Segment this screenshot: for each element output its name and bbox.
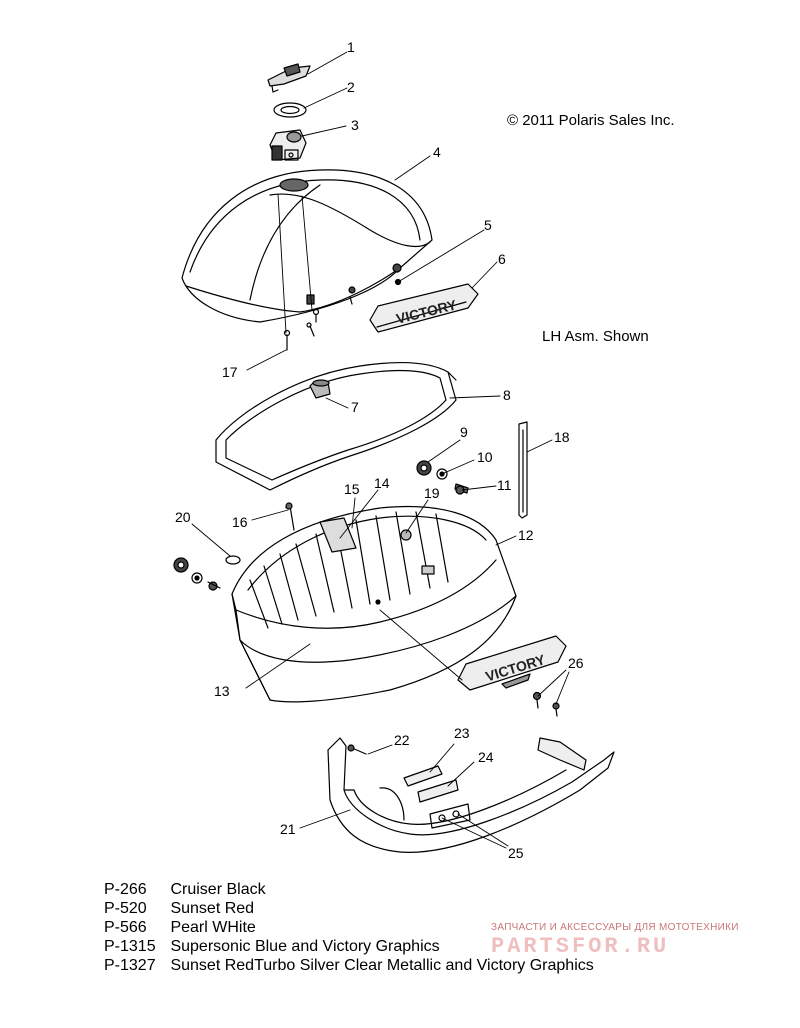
legend-row: P-1315 Supersonic Blue and Victory Graph…: [104, 937, 594, 956]
callout-25: 25: [508, 845, 524, 861]
lock-mechanism-part: [269, 129, 307, 161]
callout-13: 13: [214, 683, 230, 699]
callout-14: 14: [374, 475, 390, 491]
copyright-notice: © 2011 Polaris Sales Inc.: [507, 112, 675, 129]
legend-name: Sunset RedTurbo Silver Clear Metallic an…: [170, 957, 594, 974]
callout-1: 1: [347, 39, 355, 55]
saddlebag-lid-part: [181, 169, 433, 323]
gasket-ring-part: [273, 102, 307, 118]
lower-emblem-part: VICTORY: [457, 635, 567, 691]
legend-name: Sunset Red: [170, 900, 255, 917]
legend-row: P-1327 Sunset RedTurbo Silver Clear Meta…: [104, 956, 594, 975]
callout-4: 4: [433, 144, 441, 160]
watermark: ЗАПЧАСТИ И АКСЕССУАРЫ ДЛЯ МОТОТЕХНИКИ PA…: [491, 922, 791, 959]
callout-26: 26: [568, 655, 584, 671]
legend-code: P-1327: [104, 957, 156, 974]
callout-8: 8: [503, 387, 511, 403]
callout-11: 11: [497, 477, 512, 493]
callout-2: 2: [347, 79, 355, 95]
callout-18: 18: [554, 429, 570, 445]
legend-code: P-266: [104, 881, 147, 898]
legend-name: Supersonic Blue and Victory Graphics: [170, 938, 440, 955]
callout-3: 3: [351, 117, 359, 133]
legend-row: P-566 Pearl WHite: [104, 918, 594, 937]
mounting-bracket-part: [327, 737, 615, 853]
callout-9: 9: [460, 424, 468, 440]
legend-row: P-266 Cruiser Black: [104, 880, 594, 899]
foam-patch-part: [225, 555, 241, 565]
legend-code: P-520: [104, 900, 147, 917]
inner-bolt-part: [285, 502, 295, 531]
lid-seal-part: [215, 362, 457, 491]
callout-leaders: [191, 51, 570, 849]
lid-fasteners: [283, 308, 320, 351]
callout-16: 16: [232, 514, 248, 530]
callout-numbers: 1 2 3 4 5 6 7 8 9 10 11 12 13 14 15 16 1…: [175, 39, 584, 861]
legend-code: P-1315: [104, 938, 156, 955]
lid-strap-part: [518, 421, 528, 519]
callout-5: 5: [484, 217, 492, 233]
callout-6: 6: [498, 251, 506, 267]
saddlebag-body-part: [231, 505, 517, 703]
callout-7: 7: [351, 399, 359, 415]
callout-10: 10: [477, 449, 493, 465]
callout-19: 19: [424, 485, 440, 501]
bracket-bolt-part: [347, 744, 367, 755]
legend-code: P-566: [104, 919, 147, 936]
right-mount-hardware: [416, 460, 469, 495]
callout-22: 22: [394, 732, 410, 748]
callout-15: 15: [344, 481, 360, 497]
legend-row: P-520 Sunset Red: [104, 899, 594, 918]
callout-12: 12: [518, 527, 534, 543]
left-mount-hardware: [173, 557, 221, 591]
latch-handle-part: [267, 63, 311, 93]
watermark-logo: PARTSFOR.RU: [491, 934, 670, 959]
bracket-bolts-part: [532, 691, 560, 717]
callout-21: 21: [280, 821, 296, 837]
callout-17: 17: [222, 364, 238, 380]
callout-20: 20: [175, 509, 191, 525]
color-legend: P-266 Cruiser Black P-520 Sunset Red P-5…: [104, 880, 594, 975]
bumper-part: [309, 379, 331, 399]
upper-emblem-part: VICTORY: [369, 283, 479, 333]
legend-name: Pearl WHite: [170, 919, 256, 936]
watermark-tagline: ЗАПЧАСТИ И АКСЕССУАРЫ ДЛЯ МОТОТЕХНИКИ: [491, 922, 739, 933]
assembly-note: LH Asm. Shown: [542, 328, 649, 345]
callout-23: 23: [454, 725, 470, 741]
callout-24: 24: [478, 749, 494, 765]
legend-name: Cruiser Black: [170, 881, 266, 898]
